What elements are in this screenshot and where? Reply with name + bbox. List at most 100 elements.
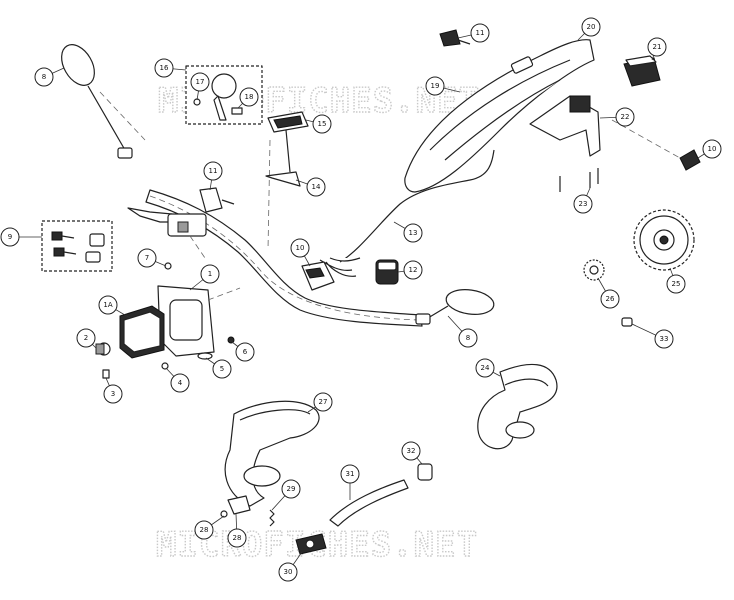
small-hardware	[161, 262, 235, 370]
tail-light	[623, 55, 661, 87]
callout-30: 30	[278, 551, 303, 582]
callout-number: 3	[111, 390, 115, 398]
callout-28: 28	[227, 513, 247, 548]
callout-bubble	[203, 161, 223, 181]
exhaust-24	[477, 363, 558, 450]
bracket-28	[220, 495, 251, 518]
bolt-33	[621, 317, 633, 327]
headlight-mask	[157, 285, 241, 357]
callout-bubble	[194, 520, 214, 540]
callout-9: 9	[0, 227, 42, 247]
callout-22: 22	[599, 107, 635, 127]
callout-number: 23	[579, 200, 588, 208]
horn	[375, 259, 399, 285]
callout-24: 24	[475, 358, 501, 378]
callout-29: 29	[271, 479, 301, 511]
turn-signal-front	[439, 29, 471, 47]
callout-26: 26	[597, 277, 620, 309]
callout-bubble	[702, 139, 722, 159]
callout-bubble	[470, 23, 490, 43]
callout-10: 10	[290, 238, 311, 267]
plate-bracket	[529, 95, 601, 157]
callout-13: 13	[393, 221, 423, 243]
callout-bubble	[306, 177, 326, 197]
callout-bubble	[200, 264, 220, 284]
callout-bubble	[666, 274, 686, 294]
spring-29	[269, 509, 275, 527]
callout-number: 20	[587, 23, 596, 31]
switch-11-left	[199, 187, 235, 213]
callout-bubble	[647, 37, 667, 57]
callout-bubble	[458, 328, 478, 348]
callout-number: 11	[209, 167, 218, 175]
callout-number: 12	[409, 266, 418, 274]
callout-number: 16	[160, 64, 169, 72]
callout-number: 25	[672, 280, 681, 288]
clamp-30	[295, 533, 327, 555]
callout-number: 29	[287, 485, 296, 493]
callout-number: 10	[708, 145, 717, 153]
callout-bubble	[170, 373, 190, 393]
callout-number: 6	[243, 348, 248, 356]
mirror-left	[61, 44, 146, 159]
rear-sprocket	[633, 209, 695, 271]
callout-bubble	[103, 384, 123, 404]
flasher-relay	[301, 261, 335, 291]
callout-7: 7	[137, 248, 167, 268]
callout-number: 1A	[103, 301, 112, 309]
callout-bubble	[34, 67, 54, 87]
callout-8: 8	[34, 67, 65, 87]
callout-bubble	[281, 479, 301, 499]
callout-5: 5	[205, 357, 232, 379]
callout-number: 21	[653, 43, 662, 51]
callout-number: 11	[476, 29, 485, 37]
callout-number: 9	[8, 233, 12, 241]
callout-bubble	[403, 223, 423, 243]
callout-bubble	[239, 87, 259, 107]
callout-number: 19	[431, 82, 440, 90]
callout-11: 11	[203, 161, 223, 191]
callout-number: 4	[178, 379, 183, 387]
callout-number: 32	[407, 447, 416, 455]
callout-number: 13	[409, 229, 418, 237]
callout-bubble	[154, 58, 174, 78]
callout-25: 25	[666, 267, 686, 294]
callout-bubble	[0, 227, 20, 247]
callout-6: 6	[231, 341, 255, 362]
callout-number: 8	[466, 334, 470, 342]
callout-2: 2	[76, 328, 97, 349]
callout-number: 24	[481, 364, 490, 372]
callout-bubble	[573, 194, 593, 214]
mirror-right	[415, 289, 495, 325]
callout-bubble	[401, 441, 421, 461]
callout-number: 15	[318, 120, 327, 128]
end-cap	[417, 463, 433, 481]
callout-number: 26	[606, 295, 615, 303]
instrument-cluster	[267, 111, 309, 251]
callout-19: 19	[425, 76, 461, 96]
callout-number: 10	[296, 244, 305, 252]
callout-number: 17	[196, 78, 205, 86]
callout-number: 1	[208, 270, 212, 278]
callout-bubble	[615, 107, 635, 127]
bulb	[95, 342, 111, 379]
callout-bubble	[290, 238, 310, 258]
callout-bubble	[235, 342, 255, 362]
callout-28: 28	[194, 515, 225, 540]
callout-number: 28	[233, 534, 242, 542]
callout-bubble	[403, 260, 423, 280]
callout-number: 28	[200, 526, 209, 534]
callout-18: 18	[237, 87, 259, 109]
callout-number: 5	[220, 365, 224, 373]
callout-3: 3	[103, 377, 123, 404]
callout-number: 27	[319, 398, 328, 406]
callout-21: 21	[647, 37, 667, 61]
front-sprocket	[583, 259, 605, 281]
callout-number: 31	[346, 470, 355, 478]
callout-10: 10	[697, 139, 722, 159]
callout-bubble	[137, 248, 157, 268]
callout-number: 33	[660, 335, 669, 343]
callout-number: 8	[42, 73, 46, 81]
